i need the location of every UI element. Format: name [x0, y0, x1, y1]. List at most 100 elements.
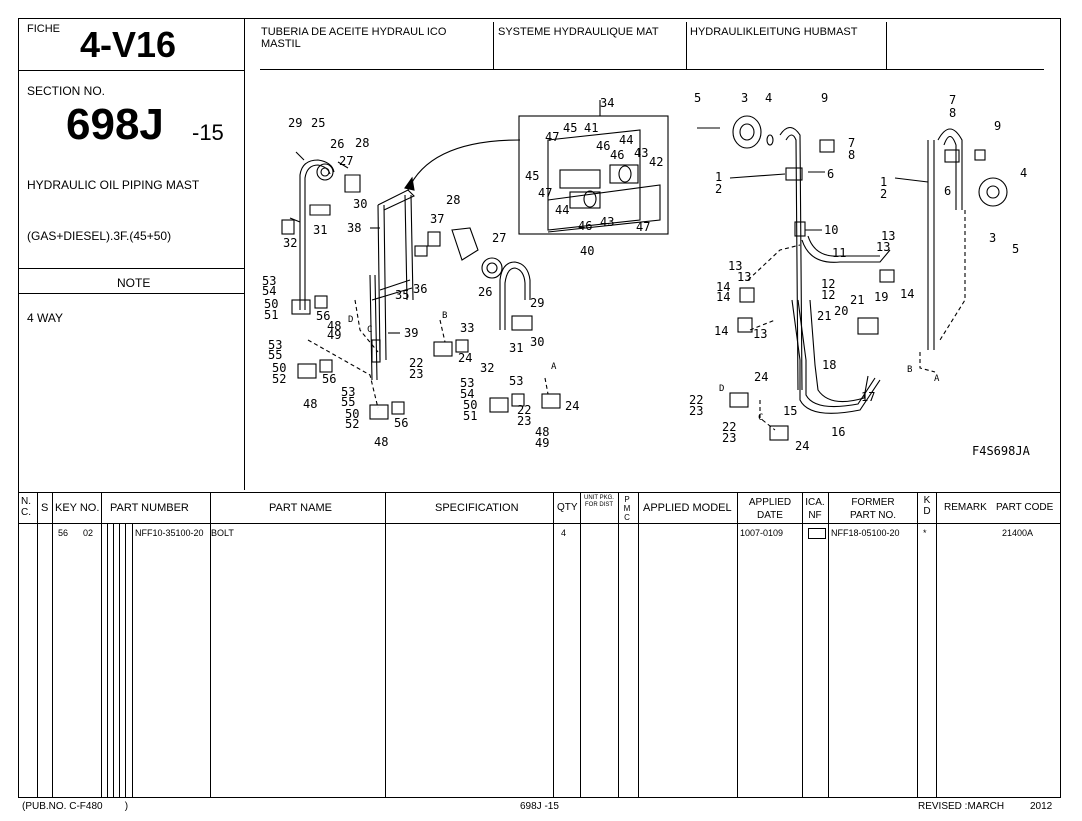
callout: B: [442, 311, 447, 321]
callout: 53: [341, 385, 355, 399]
callout: 7: [848, 136, 855, 150]
header-remark: REMARK: [944, 502, 987, 513]
callout: C: [758, 413, 763, 423]
callout: 23: [517, 414, 531, 428]
callout: 21: [817, 309, 831, 323]
row-part-code: 21400A: [1002, 528, 1034, 538]
callout: 27: [492, 231, 506, 245]
callout: 14: [714, 324, 728, 338]
note-divider-bottom: [18, 293, 244, 294]
section-label: SECTION NO.: [27, 84, 106, 98]
callout: 28: [446, 193, 460, 207]
callout: 41: [584, 121, 598, 135]
title-underline: [260, 69, 1044, 70]
row-former-part-no: NFF18-05100-20: [831, 528, 900, 538]
col-line: [101, 492, 102, 798]
callout: 46: [578, 219, 592, 233]
callout: 24: [754, 370, 768, 384]
footer-revised-label: REVISED :MARCH: [918, 801, 1005, 812]
callout: 45: [563, 121, 577, 135]
exploded-parts-diagram: 29 25 26 28 27 30 38 31 32 53 54 50 51 5…: [262, 91, 1031, 458]
figure-code: F4S698JA: [972, 444, 1031, 458]
row-key: 56: [58, 528, 69, 538]
callout: 44: [619, 133, 633, 147]
callout: 50: [345, 407, 359, 421]
header-s: S: [41, 502, 49, 514]
callout: 24: [458, 351, 472, 365]
col-line: [802, 492, 803, 798]
header-ica-nf: ICA. NF: [805, 497, 825, 521]
callout: 22: [517, 403, 531, 417]
row-sub: 02: [83, 528, 94, 538]
callout: 56: [394, 416, 408, 430]
col-line: [385, 492, 386, 798]
header-part-number: PART NUMBER: [110, 502, 189, 514]
col-line: [638, 492, 639, 798]
callout: 30: [530, 335, 544, 349]
callout: A: [551, 362, 557, 372]
header-key-no: KEY NO.: [55, 502, 100, 514]
callout: 12: [821, 277, 835, 291]
callout: 55: [341, 395, 355, 409]
col-line: [580, 492, 581, 798]
title-fr: SYSTEME HYDRAULIQUE MAT: [498, 26, 659, 38]
col-line: [553, 492, 554, 798]
header-pmc: P M C: [623, 495, 631, 522]
callout: 47: [538, 186, 552, 200]
callout: C: [367, 325, 372, 335]
ica-nf-checkbox[interactable]: [808, 528, 826, 539]
callout: 26: [330, 137, 344, 151]
callout: 48: [374, 435, 388, 449]
variant: (GAS+DIESEL).3F.(45+50): [27, 229, 172, 243]
callout: 46: [596, 139, 610, 153]
callout: 23: [689, 404, 703, 418]
header-former-part-no: FORMER PART NO.: [849, 497, 897, 521]
callout: 5: [1012, 242, 1019, 256]
callout: 37: [430, 212, 444, 226]
callout: 45: [525, 169, 539, 183]
description: HYDRAULIC OIL PIPING MAST: [27, 178, 200, 192]
callout: 51: [463, 409, 477, 423]
callout: 52: [345, 417, 359, 431]
callout: 1: [715, 170, 722, 184]
header-nc: N. C.: [21, 496, 31, 518]
callout: 26: [478, 285, 492, 299]
callout: 2: [715, 182, 722, 196]
callout: 20: [834, 304, 848, 318]
title-sep-3: [886, 22, 887, 69]
title-sep-2: [686, 22, 687, 69]
callout: 48: [327, 319, 341, 333]
fiche-label: FICHE: [27, 23, 60, 35]
col-line: [737, 492, 738, 798]
header-unit-pkg: UNIT PKG. FOR DIST: [584, 495, 614, 508]
col-line: [125, 523, 126, 798]
callout: 24: [565, 399, 579, 413]
callout: 4: [765, 91, 772, 105]
callout: 54: [460, 387, 474, 401]
callout: 14: [716, 280, 730, 294]
callout: 29: [530, 296, 544, 310]
footer-revised-year: 2012: [1030, 801, 1053, 812]
title-de: HYDRAULIKLEITUNG HUBMAST: [690, 26, 858, 38]
section-number: 698J: [66, 100, 164, 149]
col-line: [828, 492, 829, 798]
header-applied-model: APPLIED MODEL: [643, 502, 732, 514]
callout: 54: [262, 284, 276, 298]
callout: 48: [535, 425, 549, 439]
footer-pub-no: (PUB.NO. C-F480 ): [22, 801, 129, 812]
callout: 8: [949, 106, 956, 120]
callout: 46: [610, 148, 624, 162]
callout: 9: [821, 91, 828, 105]
callout: 6: [827, 167, 834, 181]
callout: A: [934, 374, 940, 384]
callout: 38: [347, 221, 361, 235]
callout: 3: [741, 91, 748, 105]
row-part-name: BOLT: [211, 528, 234, 538]
callout: 47: [636, 220, 650, 234]
callout: 52: [272, 372, 286, 386]
callout: 53: [268, 338, 282, 352]
callout: 55: [268, 348, 282, 362]
callout: 50: [463, 398, 477, 412]
header-part-code: PART CODE: [996, 502, 1054, 513]
col-line: [936, 492, 937, 798]
